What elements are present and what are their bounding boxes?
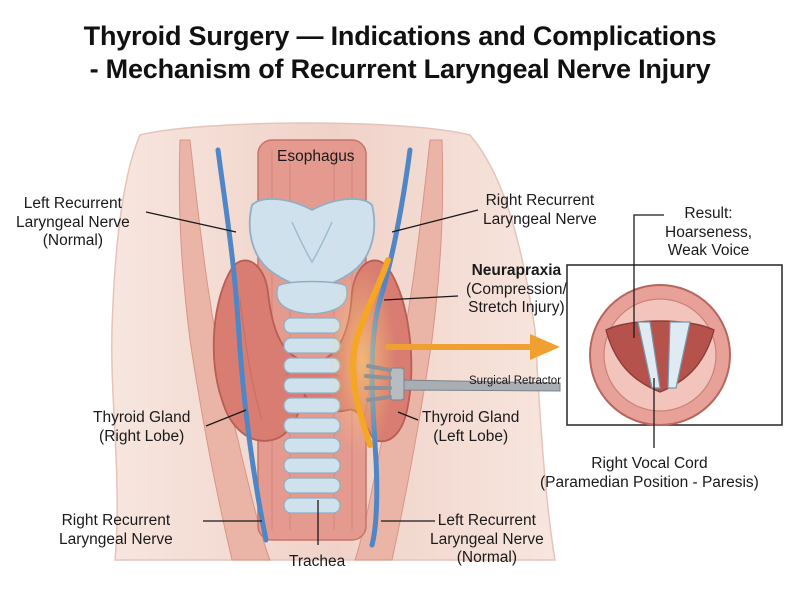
trachea-ring bbox=[283, 497, 341, 514]
trachea-ring bbox=[283, 477, 341, 494]
right-neck-muscle bbox=[354, 139, 444, 561]
thyroid-right-lobe-label: Thyroid Gland (Right Lobe) bbox=[93, 409, 191, 445]
neurapraxia-label: Neurapraxia (Compression/ Stretch Injury… bbox=[466, 262, 567, 316]
leader-lines bbox=[145, 209, 664, 545]
larynx-view bbox=[589, 284, 731, 426]
left-recurrent-laryngeal-nerve bbox=[215, 147, 269, 543]
esophagus-label: Esophagus bbox=[277, 148, 355, 165]
right-rln-top-label: Right Recurrent Laryngeal Nerve bbox=[483, 192, 597, 228]
left-vocal-cord bbox=[667, 321, 691, 389]
left-neck-muscle bbox=[178, 139, 271, 561]
surgical-retractor-label: Surgical Retractor bbox=[469, 375, 562, 387]
vocal-cord-label: Right Vocal Cord (Paramedian Position - … bbox=[540, 455, 759, 491]
injured-nerve-segment bbox=[350, 257, 391, 448]
trachea-ring bbox=[283, 417, 341, 434]
injury-arrow bbox=[386, 334, 560, 360]
result-label: Result: Hoarseness, Weak Voice bbox=[665, 205, 753, 259]
right-vocal-cord bbox=[637, 321, 661, 389]
trachea-ring bbox=[283, 437, 341, 454]
trachea-ring bbox=[283, 457, 341, 474]
trachea bbox=[283, 317, 341, 514]
left-rln-top-label: Left Recurrent Laryngeal Nerve (Normal) bbox=[16, 195, 130, 249]
right-rln-bottom-label: Right Recurrent Laryngeal Nerve bbox=[59, 512, 173, 548]
trachea-label: Trachea bbox=[289, 553, 346, 570]
title-line-2: - Mechanism of Recurrent Laryngeal Nerve… bbox=[89, 54, 711, 84]
left-rln-bottom-label: Left Recurrent Laryngeal Nerve (Normal) bbox=[430, 512, 544, 566]
surgical-retractor bbox=[364, 364, 561, 402]
title-line-1: Thyroid Surgery — Indications and Compli… bbox=[83, 21, 717, 51]
thyroid-left-lobe-label: Thyroid Gland (Left Lobe) bbox=[422, 409, 520, 445]
